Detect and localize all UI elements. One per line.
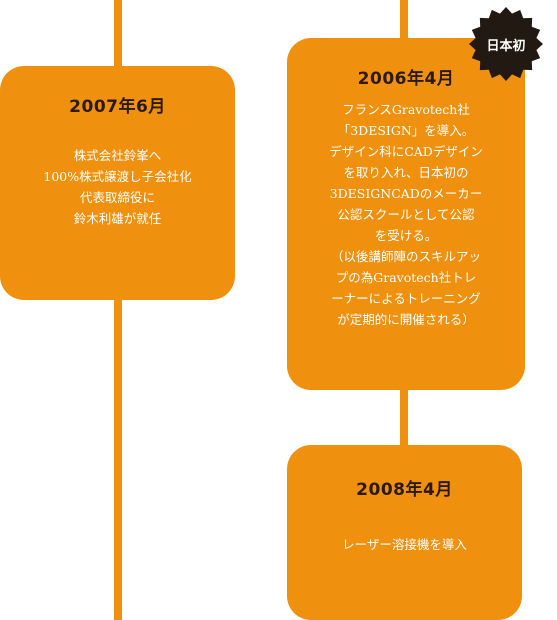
event-description: フランスGravotech社 「3DESIGN」を導入。 デザイン科にCADデザ…	[329, 102, 483, 327]
event-card-2006-04: 2006年4月 フランスGravotech社 「3DESIGN」を導入。 デザイ…	[287, 38, 525, 390]
event-date: 2008年4月	[356, 480, 453, 500]
event-description: 株式会社鈴峯へ 100%株式譲渡し子会社化 代表取締役に 鈴木利雄が就任	[43, 148, 192, 226]
event-date: 2006年4月	[357, 69, 455, 89]
event-card-2008-04: 2008年4月 レーザー溶接機を導入	[287, 445, 522, 620]
badge-label: 日本初	[486, 38, 526, 54]
event-description: レーザー溶接機を導入	[342, 537, 467, 552]
starburst-badge-icon	[469, 7, 543, 81]
timeline-line-left	[114, 0, 122, 620]
japan-first-badge: 日本初	[468, 6, 544, 82]
event-date: 2007年6月	[69, 97, 166, 117]
event-card-2007-06: 2007年6月 株式会社鈴峯へ 100%株式譲渡し子会社化 代表取締役に 鈴木利…	[0, 66, 235, 300]
